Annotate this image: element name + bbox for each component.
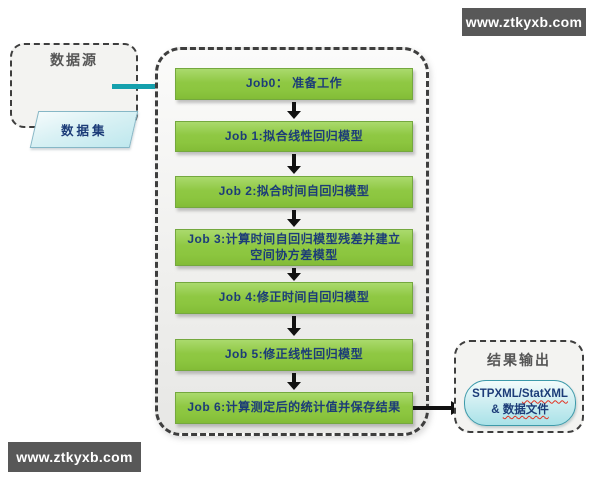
arrow-shaft bbox=[413, 406, 453, 410]
data-source-title: 数据源 bbox=[50, 52, 98, 68]
job5-box: Job 5:修正线性回归模型 bbox=[175, 339, 413, 371]
job2-box: Job 2:拟合时间自回归模型 bbox=[175, 176, 413, 208]
dataset-parallelogram-node: 数据集 bbox=[29, 111, 139, 148]
down-arrow-icon bbox=[287, 316, 301, 336]
output-file-node: STPXML/StatXML & 数据文件 bbox=[464, 380, 576, 426]
job4-box: Job 4:修正时间自回归模型 bbox=[175, 282, 413, 314]
result-output-title: 结果输出 bbox=[487, 352, 551, 368]
arrow-shaft bbox=[112, 84, 160, 89]
output-node-line1: STPXML/StatXML bbox=[472, 388, 568, 401]
job1-box: Job 1:拟合线性回归模型 bbox=[175, 121, 413, 152]
job0-box: Job0： 准备工作 bbox=[175, 68, 413, 100]
down-arrow-icon bbox=[287, 268, 301, 281]
dataset-label: 数据集 bbox=[60, 124, 108, 138]
down-arrow-icon bbox=[287, 210, 301, 227]
watermark-banner-bottom-left: www.ztkyxb.com bbox=[8, 442, 141, 472]
job3-box: Job 3:计算时间自回归模型残差并建立空间协方差模型 bbox=[175, 229, 413, 266]
output-node-line2: & 数据文件 bbox=[491, 404, 549, 416]
watermark-banner-top-right: www.ztkyxb.com bbox=[462, 8, 586, 36]
down-arrow-icon bbox=[287, 373, 301, 390]
job6-box: Job 6:计算测定后的统计值并保存结果 bbox=[175, 392, 413, 424]
down-arrow-icon bbox=[287, 154, 301, 174]
down-arrow-icon bbox=[287, 102, 301, 119]
result-output-group: 结果输出 STPXML/StatXML & 数据文件 bbox=[454, 340, 584, 433]
